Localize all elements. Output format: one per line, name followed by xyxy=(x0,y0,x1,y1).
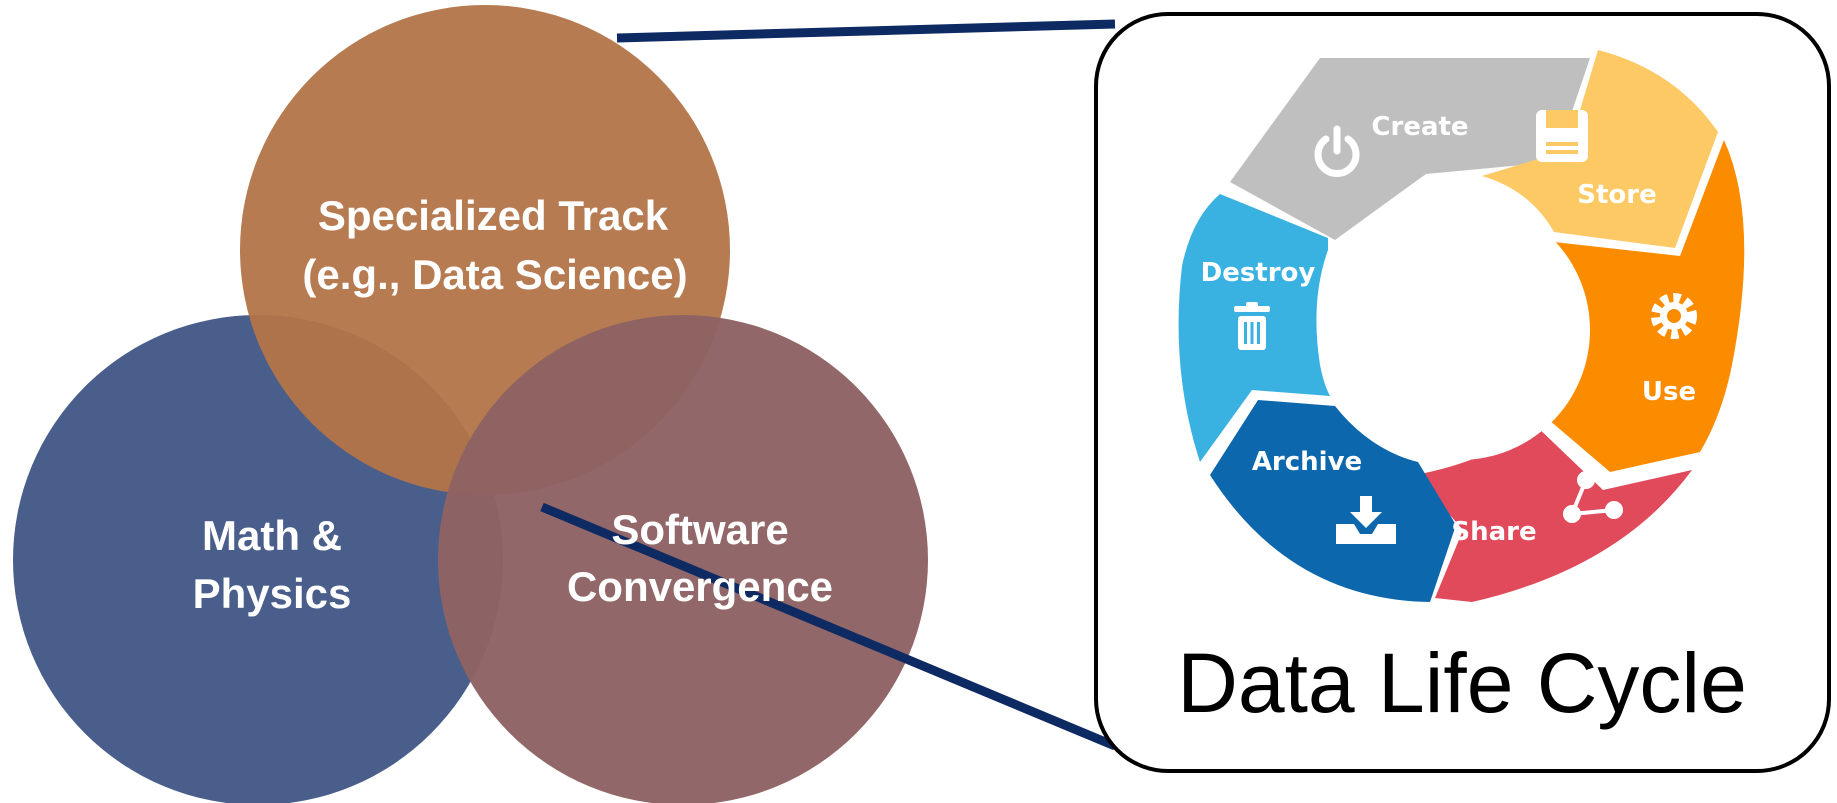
inbox-download-icon xyxy=(1336,496,1396,544)
software-label-line1: Software xyxy=(611,506,788,553)
cycle-label-share: Share xyxy=(1451,517,1536,547)
math-physics-label-line2: Physics xyxy=(193,570,352,617)
specialized-track-label-line1: Specialized Track xyxy=(318,192,669,239)
cycle-label-destroy: Destroy xyxy=(1201,258,1316,288)
cycle-center xyxy=(1330,200,1590,460)
floppy-disk-icon xyxy=(1536,110,1588,162)
cycle-label-use: Use xyxy=(1642,377,1696,407)
math-physics-label-line1: Math & xyxy=(202,512,342,559)
cycle-segment-store xyxy=(1482,50,1718,248)
cycle-label-archive: Archive xyxy=(1252,447,1362,477)
life-cycle-ring xyxy=(1178,50,1745,602)
connector-line-bottom xyxy=(540,502,1117,751)
software-circle xyxy=(438,315,928,803)
cycle-segment-archive xyxy=(1210,400,1456,602)
power-icon xyxy=(1314,125,1360,177)
specialized-track-label-line2: (e.g., Data Science) xyxy=(302,251,687,298)
cycle-segment-share xyxy=(1415,422,1692,602)
cycle-segment-create xyxy=(1230,58,1590,240)
life-cycle-title: Data Life Cycle xyxy=(1177,636,1747,730)
connector-line-top xyxy=(616,19,1116,43)
gear-icon xyxy=(1651,293,1697,339)
cycle-segment-use xyxy=(1535,140,1745,472)
cycle-label-store: Store xyxy=(1577,180,1656,210)
software-label-line2: Convergence xyxy=(567,563,833,610)
cycle-label-create: Create xyxy=(1371,112,1468,142)
share-icon xyxy=(1563,471,1623,523)
trash-icon xyxy=(1234,302,1270,350)
